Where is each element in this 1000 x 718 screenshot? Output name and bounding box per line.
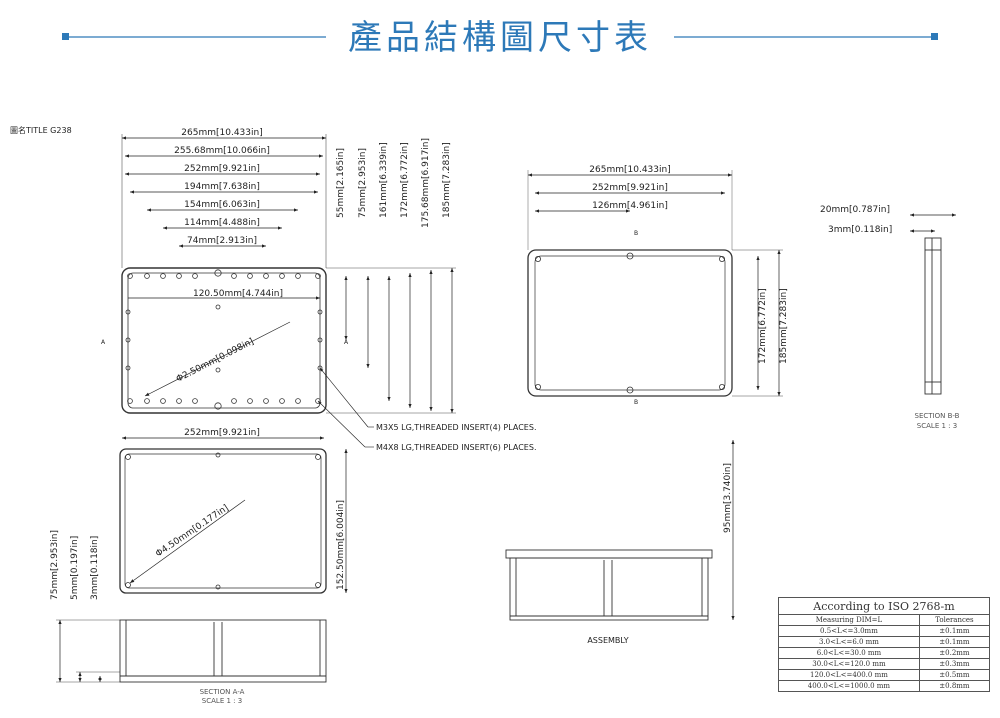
tolerance-caption: According to ISO 2768-m	[778, 597, 990, 615]
lid-vdim-172: 172mm[6.772in]	[758, 288, 768, 364]
tolerance-value: ±0.5mm	[918, 669, 991, 681]
section-aa-dim-5: 5mm[0.197in]	[70, 536, 80, 600]
tolerance-range: 6.0<L<=30.0 mm	[778, 647, 920, 659]
dim-114: 114mm[4.488in]	[184, 218, 260, 228]
note-m3x5: M3X5 LG,THREADED INSERT(4) PLACES.	[376, 423, 536, 432]
header-rule-right	[674, 33, 938, 40]
section-aa-dim-3: 3mm[0.118in]	[90, 536, 100, 600]
tolerance-value: ±0.3mm	[918, 658, 991, 670]
tolerance-value: ±0.1mm	[918, 625, 991, 637]
tolerance-range: 0.5<L<=3.0mm	[778, 625, 920, 637]
section-bb-view	[924, 237, 942, 395]
assembly-label: ASSEMBLY	[587, 636, 628, 645]
title-block: 圖名TITLE G238	[10, 125, 72, 135]
section-bb-dim-20: 20mm[0.787in]	[820, 205, 890, 215]
table-row: 30.0<L<=120.0 mm±0.3mm	[778, 658, 991, 670]
vdim-75: 75mm[2.953in]	[358, 148, 368, 218]
vdim-185: 185mm[7.283in]	[442, 142, 452, 218]
section-bb-label: SECTION B-B	[915, 412, 960, 420]
tolerance-range: 400.0<L<=1000.0 mm	[778, 680, 920, 692]
tolerance-header-tolerances: Tolerances	[918, 614, 991, 626]
section-mark-a-left: A	[101, 339, 106, 346]
table-row: 6.0<L<=30.0 mm±0.2mm	[778, 647, 991, 659]
page-title: 產品結構圖尺寸表	[348, 18, 652, 58]
vdim-172: 172mm[6.772in]	[400, 142, 410, 218]
top-view-dim-lines	[122, 136, 326, 248]
bottom-dim-252: 252mm[9.921in]	[184, 428, 260, 438]
vdim-161: 161mm[6.339in]	[379, 142, 389, 218]
lid-vdim-185: 185mm[7.283in]	[779, 288, 789, 364]
table-row: 400.0<L<=1000.0 mm±0.8mm	[778, 680, 991, 692]
section-aa-view	[119, 619, 327, 683]
tolerance-value: ±0.1mm	[918, 636, 991, 648]
dim-265: 265mm[10.433in]	[181, 128, 262, 138]
tolerance-range: 3.0<L<=6.0 mm	[778, 636, 920, 648]
section-aa-dim-75: 75mm[2.953in]	[50, 530, 60, 600]
tolerance-range: 120.0<L<=400.0 mm	[778, 669, 920, 681]
note-leaders	[317, 367, 374, 448]
header-rule-left	[62, 33, 326, 40]
bottom-diameter-leader	[129, 499, 246, 584]
lid-dim-252: 252mm[9.921in]	[592, 183, 668, 193]
bottom-dim-152-50: 152.50mm[6.004in]	[336, 500, 346, 590]
bottom-diameter-4-50: Φ4.50mm[0.177in]	[154, 503, 231, 559]
section-mark-b-top: B	[634, 230, 638, 237]
dim-74: 74mm[2.913in]	[187, 236, 257, 246]
tolerance-header-measuring: Measuring DIM=L	[778, 614, 920, 626]
table-row: 0.5<L<=3.0mm±0.1mm	[778, 625, 991, 637]
lid-dim-126: 126mm[4.961in]	[592, 201, 668, 211]
section-bb-dims	[910, 213, 956, 233]
tolerance-value: ±0.2mm	[918, 647, 991, 659]
note-m4x8: M4X8 LG,THREADED INSERT(6) PLACES.	[376, 443, 536, 452]
diameter-2-50: Φ2.50mm[0.098in]	[175, 337, 256, 385]
section-mark-b-bottom: B	[634, 399, 638, 406]
top-view-vertical-dims	[326, 267, 456, 414]
vdim-175-68: 175.68mm[6.917in]	[421, 138, 431, 228]
lid-dim-265: 265mm[10.433in]	[589, 165, 670, 175]
dim-255-68: 255.68mm[10.066in]	[174, 146, 270, 156]
vdim-55: 55mm[2.165in]	[336, 148, 346, 218]
lid-dims	[528, 173, 783, 397]
dim-194: 194mm[7.638in]	[184, 182, 260, 192]
lid-view	[527, 170, 733, 397]
table-row: 3.0<L<=6.0 mm±0.1mm	[778, 636, 991, 648]
assembly-view	[505, 549, 713, 621]
tolerance-table: According to ISO 2768-m Measuring DIM=L …	[778, 597, 991, 692]
top-view	[121, 134, 327, 414]
assembly-dim-95: 95mm[3.740in]	[723, 463, 733, 533]
tolerance-value: ±0.8mm	[918, 680, 991, 692]
diameter-leader	[144, 321, 291, 397]
section-aa-label: SECTION A-A	[200, 688, 245, 696]
dim-154: 154mm[6.063in]	[184, 200, 260, 210]
tolerance-range: 30.0<L<=120.0 mm	[778, 658, 920, 670]
section-aa-scale: SCALE 1 : 3	[202, 697, 242, 705]
top-view-holes	[125, 269, 323, 410]
dim-252: 252mm[9.921in]	[184, 164, 260, 174]
table-row: 120.0<L<=400.0 mm±0.5mm	[778, 669, 991, 681]
bottom-view	[119, 448, 327, 594]
section-bb-dim-3: 3mm[0.118in]	[828, 225, 892, 235]
section-mark-a-right: A	[344, 339, 349, 346]
section-bb-scale: SCALE 1 : 3	[917, 422, 957, 430]
section-aa-dims	[56, 619, 120, 683]
inner-dim-120: 120.50mm[4.744in]	[193, 289, 283, 299]
